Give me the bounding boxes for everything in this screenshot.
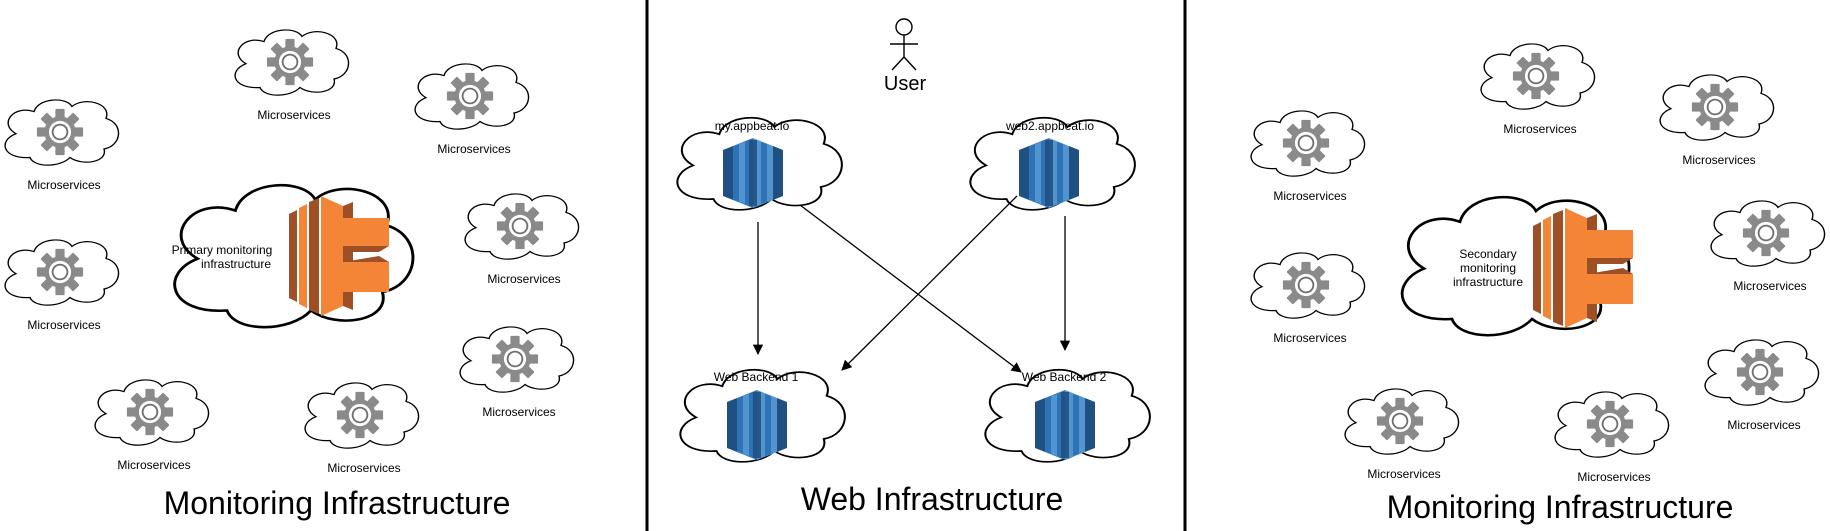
frontend-label-1: my.appbeat.io (715, 119, 790, 133)
aws-database-icon (727, 390, 787, 460)
gear-icon (1512, 52, 1560, 100)
microservice-label: Microservices (117, 458, 190, 472)
microservice-label: Microservices (27, 178, 100, 192)
gear-icon (266, 38, 314, 86)
microservice-label: Microservices (487, 272, 560, 286)
left-microservice-8: Microservices (304, 382, 420, 475)
backend-2: Web Backend 2 (984, 368, 1151, 463)
microservice-label: Microservices (27, 318, 100, 332)
gear-icon (1742, 209, 1790, 257)
gear-icon (1691, 83, 1739, 131)
right-microservice-5: Microservices (1250, 252, 1366, 345)
backend-label-2: Web Backend 2 (1022, 370, 1107, 384)
left-microservice-1: Microservices (4, 99, 120, 192)
left-microservice-4: Microservices (464, 193, 580, 286)
gear-icon (491, 335, 539, 383)
microservice-label: Microservices (1733, 279, 1806, 293)
left-microservice-7: Microservices (94, 379, 210, 472)
right-microservice-3: Microservices (1659, 74, 1775, 167)
primary-monitoring-cloud: Primary monitoring infrastructure (172, 183, 415, 329)
secondary-hub-label-2: monitoring (1460, 261, 1516, 275)
frontend-label-2: web2.appbeat.io (1005, 119, 1094, 133)
gear-icon (1282, 261, 1330, 309)
microservice-label: Microservices (1727, 418, 1800, 432)
microservice-label: Microservices (1273, 189, 1346, 203)
gear-icon (36, 248, 84, 296)
left-microservice-3: Microservices (414, 63, 530, 156)
gear-icon (1376, 397, 1424, 445)
left-microservice-6: Microservices (459, 326, 575, 419)
backend-label-1: Web Backend 1 (714, 370, 799, 384)
primary-hub-label-2: infrastructure (201, 257, 271, 271)
right-microservice-8: Microservices (1554, 391, 1670, 484)
gear-icon (1282, 119, 1330, 167)
section-title-web: Web Infrastructure (801, 481, 1064, 517)
right-microservice-1: Microservices (1250, 110, 1366, 203)
gear-icon (1736, 348, 1784, 396)
aws-database-icon (723, 138, 783, 208)
gear-icon (36, 108, 84, 156)
section-monitoring-right: MicroservicesMicroservicesMicroservicesM… (1250, 43, 1826, 525)
frontend-web2-appbeat: web2.appbeat.io (969, 116, 1136, 211)
user-label: User (884, 73, 927, 95)
secondary-hub-label-1: Secondary (1459, 247, 1516, 261)
microservice-label: Microservices (1577, 470, 1650, 484)
section-title-monitoring-right: Monitoring Infrastructure (1387, 489, 1734, 525)
gear-icon (126, 388, 174, 436)
microservice-label: Microservices (1503, 122, 1576, 136)
right-microservice-7: Microservices (1344, 388, 1460, 481)
edge-my-to-backend2 (799, 204, 1022, 373)
edge-web2-to-backend1 (841, 195, 1018, 371)
right-microservice-2: Microservices (1480, 43, 1596, 136)
microservice-label: Microservices (257, 108, 330, 122)
secondary-monitoring-cloud: Secondary monitoring infrastructure (1400, 195, 1633, 337)
left-microservice-2: Microservices (234, 29, 350, 122)
gear-icon (336, 391, 384, 439)
aws-database-icon (1019, 138, 1079, 208)
microservice-label: Microservices (327, 461, 400, 475)
section-monitoring-left: MicroservicesMicroservicesMicroservicesM… (4, 29, 580, 521)
secondary-hub-label-3: infrastructure (1453, 275, 1523, 289)
right-microservice-4: Microservices (1710, 200, 1826, 293)
aws-database-icon (1035, 390, 1095, 460)
microservice-label: Microservices (482, 405, 555, 419)
microservice-label: Microservices (1367, 467, 1440, 481)
primary-hub-label-1: Primary monitoring (172, 243, 273, 257)
microservice-label: Microservices (1682, 153, 1755, 167)
user-icon (890, 18, 918, 71)
section-title-monitoring-left: Monitoring Infrastructure (164, 485, 511, 521)
microservice-label: Microservices (437, 142, 510, 156)
backend-1: Web Backend 1 (679, 368, 846, 463)
frontend-my-appbeat: my.appbeat.io (676, 116, 843, 211)
right-microservice-6: Microservices (1704, 339, 1820, 432)
microservice-label: Microservices (1273, 331, 1346, 345)
connection-edges (752, 195, 1071, 373)
gear-icon (446, 72, 494, 120)
left-microservice-5: Microservices (4, 239, 120, 332)
gear-icon (496, 202, 544, 250)
gear-icon (1586, 400, 1634, 448)
section-web: User my.appbeat.io web2.appbeat.io Web B… (676, 18, 1151, 517)
